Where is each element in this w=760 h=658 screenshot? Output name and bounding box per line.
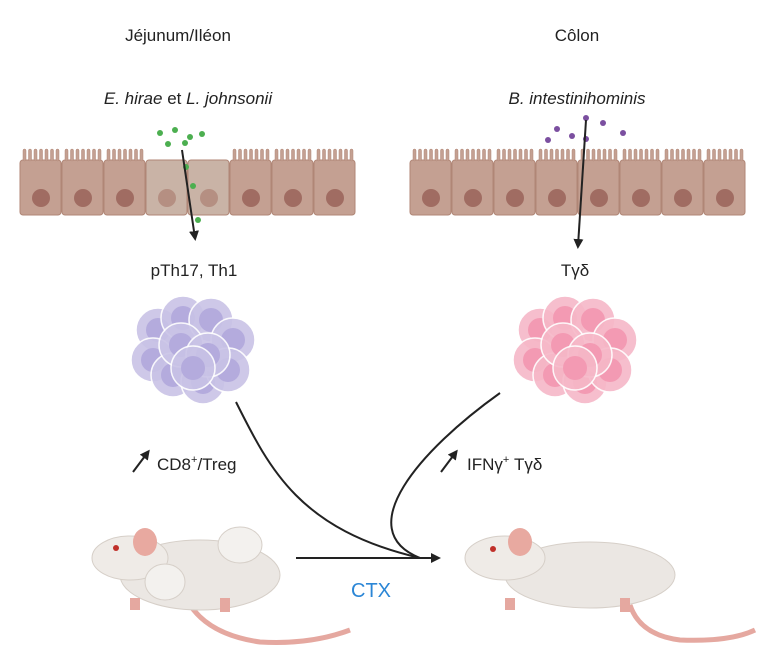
- epithelial-cell: [313, 148, 356, 216]
- arrow-up-right-icon: [132, 449, 150, 473]
- mouse-treated: [464, 528, 757, 643]
- region-title-jejunum: Jéjunum/Iléon: [125, 26, 231, 45]
- epithelial-cell: [451, 148, 494, 216]
- epithelial-cell: [535, 148, 578, 216]
- bacterium: [554, 126, 560, 132]
- bacteria-purple-dots: [545, 115, 626, 143]
- epithelial-cell: [703, 148, 746, 216]
- region-title-colon: Côlon: [555, 26, 599, 45]
- left-effect-label: CD8+/Treg: [157, 454, 237, 474]
- bacterium: [182, 140, 188, 146]
- bacterium: [620, 130, 626, 136]
- bacterium: [165, 141, 171, 147]
- epithelial-cell: [103, 148, 146, 216]
- right-effect-label: IFNγ+ Tγδ: [467, 454, 542, 474]
- bacterium: [195, 217, 201, 223]
- bacterium: [190, 183, 196, 189]
- curve-arrow-left: [235, 401, 421, 559]
- bacterium: [172, 127, 178, 133]
- translocation-arrow-left: [181, 149, 199, 241]
- treatment-label: CTX: [351, 580, 391, 602]
- mouse-with-tumors: [91, 526, 351, 645]
- epithelium-colon: [409, 148, 746, 216]
- epithelial-cell: [619, 148, 662, 216]
- t-cell: [170, 345, 216, 391]
- arrow-up-right-icon: [440, 449, 458, 473]
- bacterium: [583, 115, 589, 121]
- epithelial-cell: [61, 148, 104, 216]
- right-cell-label: Tγδ: [561, 261, 589, 280]
- curve-arrow-right: [390, 392, 501, 559]
- bacterium: [569, 133, 575, 139]
- t-cell: [552, 345, 598, 391]
- right-bacteria-label: B. intestinihominis: [508, 89, 646, 108]
- t-cell-cluster-purple: [130, 295, 256, 405]
- epithelial-cell: [229, 148, 272, 216]
- t-cell-cluster-pink: [512, 295, 638, 405]
- epithelial-cell: [145, 159, 188, 216]
- epithelium-jejunum: [19, 148, 356, 216]
- bacterium: [157, 130, 163, 136]
- epithelial-cell: [661, 148, 704, 216]
- epithelial-cell: [577, 148, 620, 216]
- epithelial-cell: [271, 148, 314, 216]
- bacterium: [600, 120, 606, 126]
- epithelial-cell: [493, 148, 536, 216]
- translocation-arrow-right: [573, 119, 587, 249]
- left-bacteria-label: E. hirae et L. johnsonii: [104, 89, 273, 108]
- left-cell-label: pTh17, Th1: [151, 261, 238, 280]
- bacterium: [545, 137, 551, 143]
- bacterium: [187, 134, 193, 140]
- epithelial-cell: [19, 148, 62, 216]
- bacterium: [199, 131, 205, 137]
- epithelial-cell: [409, 148, 452, 216]
